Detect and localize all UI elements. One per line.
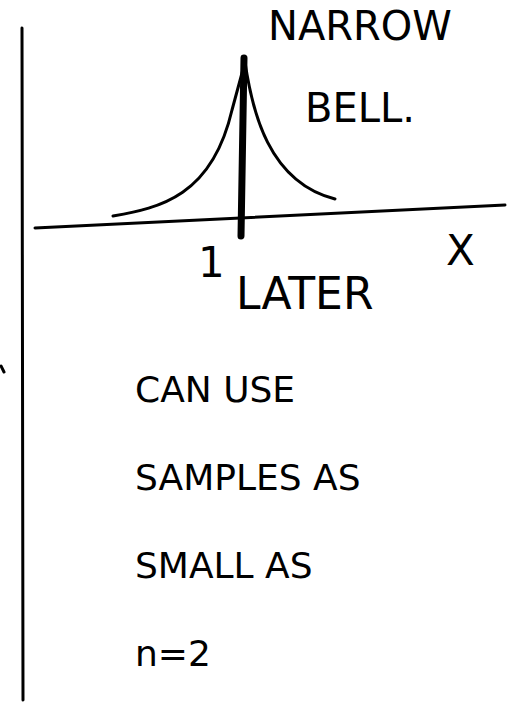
note-text: LATER	[236, 272, 373, 316]
axis-label: X	[446, 230, 475, 272]
note-text: NARROW	[268, 6, 452, 46]
note-text: CAN USE SAMPLES AS SMALL AS n=2	[135, 346, 375, 698]
note-text: BELL.	[305, 88, 415, 128]
bell-curve	[113, 62, 335, 216]
x-axis	[35, 205, 505, 228]
tick-label: 1	[198, 242, 225, 284]
vertical-divider	[22, 28, 23, 700]
margin-tick	[1, 366, 4, 372]
peak-line	[241, 58, 244, 236]
